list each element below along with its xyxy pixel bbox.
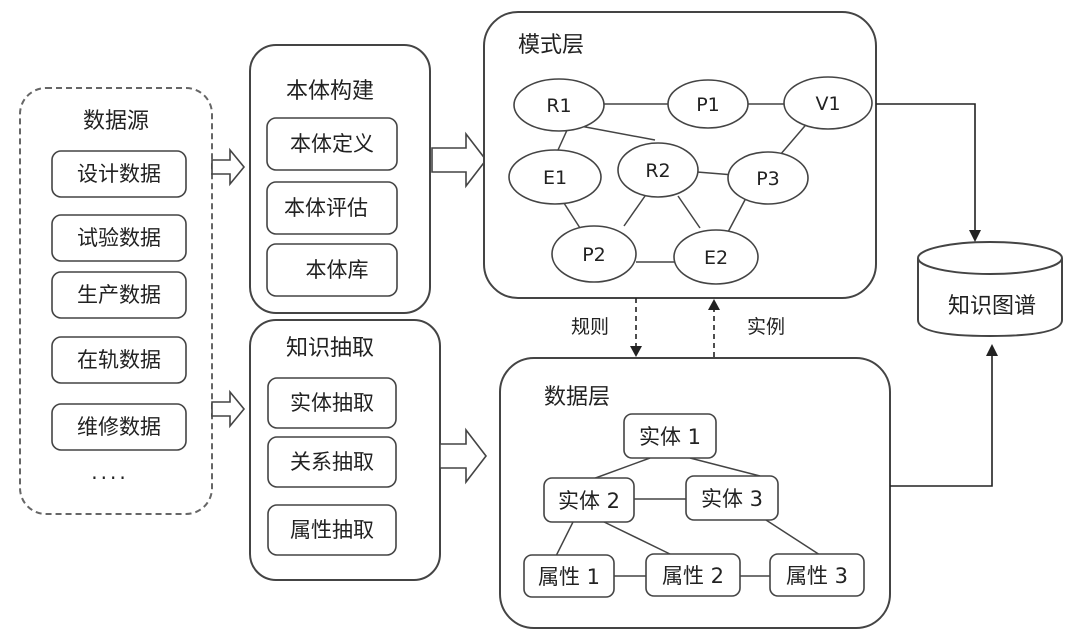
data-source-panel: 数据源 设计数据 试验数据 生产数据 在轨数据 维修数据 ···· bbox=[19, 87, 213, 515]
data-source-title: 数据源 bbox=[83, 109, 149, 134]
data-to-kg-line bbox=[890, 352, 993, 487]
ontology-definition-box bbox=[266, 117, 398, 171]
source-item-in-orbit: 在轨数据 bbox=[77, 348, 161, 372]
entity-2: 实体 2 bbox=[558, 489, 620, 513]
relation-extraction-box bbox=[267, 436, 397, 488]
edge-e1-p2 bbox=[561, 199, 581, 229]
hollow-arrow-to-ontology bbox=[211, 147, 246, 187]
schema-to-kg-arrowhead bbox=[969, 230, 981, 242]
entity-extraction: 实体抽取 bbox=[290, 391, 374, 415]
attribute-extraction: 属性抽取 bbox=[290, 518, 374, 542]
node-e1 bbox=[508, 149, 602, 205]
edge-r2-e2 bbox=[677, 195, 701, 229]
source-item-design-box bbox=[51, 150, 187, 198]
node-r2 bbox=[617, 142, 699, 198]
entity-3-box bbox=[685, 475, 779, 521]
data-to-kg-arrowhead bbox=[986, 344, 998, 356]
attribute-extraction-box bbox=[267, 504, 397, 556]
schema-layer-title: 模式层 bbox=[518, 33, 584, 58]
source-ellipsis: ···· bbox=[91, 466, 128, 490]
node-p2-label: P2 bbox=[582, 244, 606, 266]
entity-1-box bbox=[623, 413, 717, 459]
node-r1-label: R1 bbox=[546, 95, 571, 117]
edge-r2-p2 bbox=[623, 195, 646, 227]
cylinder-top bbox=[917, 241, 1063, 275]
ontology-evaluation-box bbox=[266, 181, 398, 235]
source-item-maintenance-box bbox=[51, 403, 187, 451]
edge-entity1-entity3 bbox=[689, 457, 761, 477]
entity-1: 实体 1 bbox=[639, 425, 701, 449]
source-item-maintenance: 维修数据 bbox=[77, 415, 161, 439]
attribute-3: 属性 3 bbox=[786, 564, 848, 588]
node-p1-label: P1 bbox=[696, 94, 720, 116]
instances-arrowhead bbox=[708, 299, 720, 310]
cylinder-body bbox=[917, 258, 1063, 338]
node-r2-label: R2 bbox=[645, 160, 670, 182]
attribute-2-box bbox=[645, 553, 741, 597]
node-e1-label: E1 bbox=[543, 167, 567, 189]
source-item-test-box bbox=[51, 214, 187, 262]
entity-extraction-box bbox=[267, 377, 397, 429]
source-item-design: 设计数据 bbox=[77, 162, 161, 186]
hollow-arrow-to-schema-layer bbox=[431, 131, 488, 189]
edge-entity2-attr1 bbox=[555, 519, 575, 557]
knowledge-graph-store: 知识图谱 bbox=[917, 241, 1063, 338]
node-p2 bbox=[551, 225, 637, 283]
knowledge-graph-label: 知识图谱 bbox=[948, 294, 1036, 319]
node-v1-label: V1 bbox=[815, 93, 840, 115]
ontology-library: 本体库 bbox=[306, 258, 369, 282]
ontology-build-panel: 本体构建 本体定义 本体评估 本体库 bbox=[249, 44, 431, 314]
data-layer-title: 数据层 bbox=[544, 385, 610, 410]
knowledge-extraction-panel: 知识抽取 实体抽取 关系抽取 属性抽取 bbox=[249, 319, 441, 581]
instances-label: 实例 bbox=[747, 316, 785, 338]
attribute-1-box bbox=[523, 554, 615, 598]
hollow-arrow-to-data-layer bbox=[439, 427, 488, 485]
edge-entity1-entity2 bbox=[589, 457, 651, 481]
edge-entity3-attr3 bbox=[765, 519, 821, 556]
node-e2-label: E2 bbox=[704, 247, 728, 269]
node-p3 bbox=[727, 151, 809, 205]
knowledge-extraction-title: 知识抽取 bbox=[286, 336, 374, 361]
node-p1 bbox=[667, 79, 749, 129]
source-item-production: 生产数据 bbox=[77, 283, 161, 307]
attribute-2: 属性 2 bbox=[662, 564, 724, 588]
schema-to-kg-line bbox=[876, 103, 976, 234]
layer-connectors: 规则 实例 bbox=[571, 298, 785, 357]
ontology-evaluation: 本体评估 bbox=[284, 196, 368, 220]
data-layer-panel: 数据层 实体 1 实体 2 实体 3 属性 1 属性 2 属性 3 bbox=[499, 357, 891, 629]
rules-arrowhead bbox=[630, 346, 642, 357]
edge-r1-e1 bbox=[557, 127, 569, 151]
rules-label: 规则 bbox=[571, 316, 609, 338]
edge-r1-r2 bbox=[579, 125, 656, 141]
relation-extraction: 关系抽取 bbox=[290, 450, 374, 474]
source-item-production-box bbox=[51, 271, 187, 319]
edge-entity2-attr2 bbox=[599, 519, 673, 556]
node-r1 bbox=[513, 78, 605, 132]
ontology-library-box bbox=[266, 243, 398, 297]
hollow-arrow-to-extraction bbox=[211, 389, 246, 429]
ontology-definition: 本体定义 bbox=[290, 132, 374, 156]
node-v1 bbox=[783, 76, 873, 130]
source-item-test: 试验数据 bbox=[77, 226, 161, 250]
edge-p3-e2 bbox=[727, 197, 747, 233]
schema-layer-panel: 模式层 R1 P1 V1 E1 R2 P3 P2 E2 bbox=[483, 11, 877, 299]
flow-to-knowledge-graph bbox=[876, 103, 998, 487]
entity-2-box bbox=[543, 477, 635, 523]
attribute-1: 属性 1 bbox=[538, 565, 600, 589]
attribute-3-box bbox=[769, 553, 865, 597]
node-p3-label: P3 bbox=[756, 168, 780, 190]
node-e2 bbox=[673, 229, 759, 285]
ontology-build-title: 本体构建 bbox=[286, 79, 374, 104]
entity-3: 实体 3 bbox=[701, 487, 763, 511]
source-item-in-orbit-box bbox=[51, 336, 187, 384]
